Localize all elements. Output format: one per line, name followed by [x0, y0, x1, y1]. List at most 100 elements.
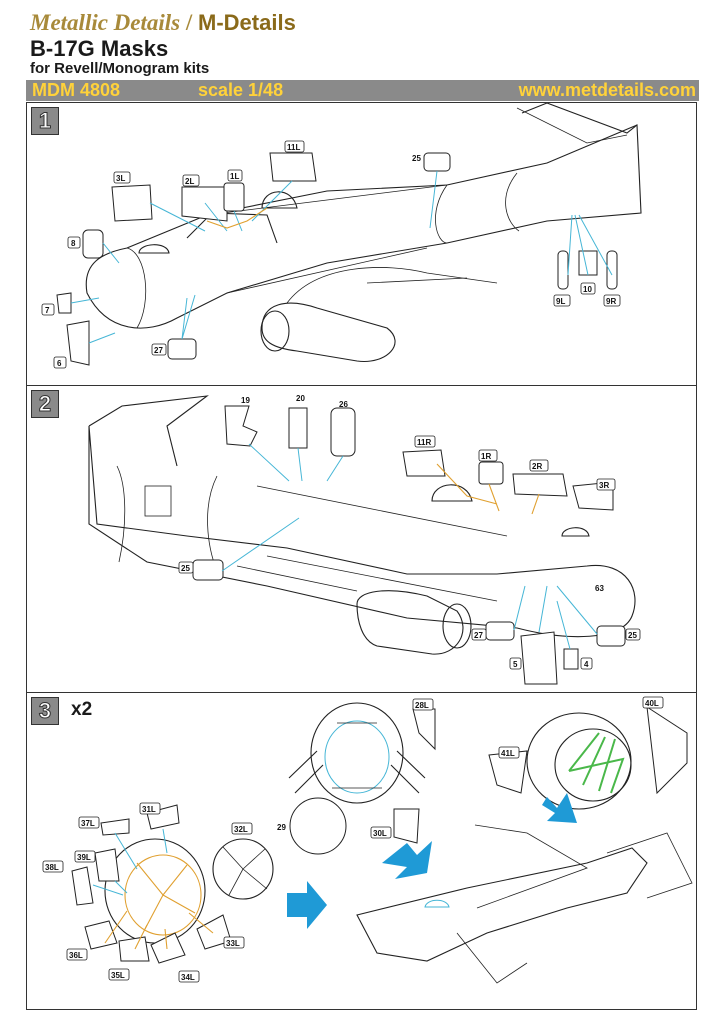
product-scale: scale 1/48: [198, 80, 284, 100]
label-4: 4: [584, 660, 589, 669]
label-30l: 30L: [373, 829, 387, 838]
label-40l: 40L: [645, 699, 659, 708]
label-25-right: 25: [628, 631, 637, 640]
label-11l: 11L: [287, 143, 300, 152]
brand-slash: /: [185, 10, 193, 35]
mask-30l: [393, 808, 420, 844]
arrow-down-left-icon: [542, 793, 577, 823]
tail-turret: [104, 838, 274, 944]
label-9l: 9L: [556, 297, 565, 306]
mask-3l: [111, 184, 153, 222]
label-25-step1: 25: [412, 154, 421, 163]
label-27-step1: 27: [154, 346, 163, 355]
label-5: 5: [513, 660, 518, 669]
label-29: 29: [277, 823, 286, 832]
mask-5: [520, 631, 558, 685]
fuselage-outline: [85, 124, 642, 329]
engine-nacelle: [356, 590, 464, 655]
label-10: 10: [583, 285, 592, 294]
brand-logo: Metallic Details / M-Details: [30, 10, 296, 36]
mask-10: [578, 250, 598, 276]
mask-34l: [150, 932, 186, 964]
label-11r: 11R: [417, 438, 431, 447]
website-link[interactable]: www.metdetails.com: [518, 80, 696, 100]
quantity-label: x2: [71, 699, 93, 720]
mask-9r: [606, 250, 618, 290]
arrow-right-icon: [287, 881, 327, 929]
ball-turret: [526, 712, 632, 810]
label-33l: 33L: [226, 939, 240, 948]
mask-27-step1: [167, 338, 197, 360]
label-2l: 2L: [185, 177, 194, 186]
mask-35l: [118, 936, 150, 962]
step-2-panel: 2 19 20 26 11R 1R 2R 3R 25 63 27: [26, 385, 697, 693]
label-9r: 9R: [606, 297, 616, 306]
mask-27-step2: [485, 621, 515, 641]
tail-fin: [88, 395, 209, 467]
label-36l: 36L: [69, 951, 83, 960]
step-1-diagram: 3L 2L 1L 11L 25 8 7 6 27 9L 10 9R: [41, 103, 642, 369]
label-32l: 32L: [234, 825, 248, 834]
label-6: 6: [57, 359, 62, 368]
label-2r: 2R: [532, 462, 542, 471]
mask-38l: [71, 866, 94, 906]
label-3r: 3R: [599, 481, 609, 490]
mask-11r: [402, 449, 446, 477]
mask-36l: [84, 920, 118, 950]
engine-nacelle: [261, 302, 396, 363]
label-38l: 38L: [45, 863, 59, 872]
label-35l: 35L: [111, 971, 125, 980]
mask-11l: [269, 152, 317, 182]
brand-name: Metallic Details: [30, 10, 181, 35]
label-37l: 37L: [81, 819, 95, 828]
astrodome: [431, 484, 473, 502]
step-2-number: 2: [31, 390, 59, 418]
label-19: 19: [241, 396, 250, 405]
step-3-panel: 3 x2: [26, 692, 697, 1010]
mask-9l: [557, 250, 569, 290]
brand-short: M-Details: [198, 10, 296, 35]
product-bar: MDM 4808 scale 1/48 www.metdetails.com: [26, 80, 699, 101]
step-2-diagram: 19 20 26 11R 1R 2R 3R 25 63 27 25 5 4: [88, 394, 641, 685]
step-3-number: 3: [31, 697, 59, 725]
mask-25-step1: [423, 152, 451, 172]
mask-6: [66, 320, 90, 366]
label-20: 20: [296, 394, 305, 403]
green-frame: [568, 732, 625, 794]
mask-19: [224, 405, 258, 447]
mask-4: [563, 648, 579, 670]
label-3l: 3L: [116, 174, 125, 183]
label-1l: 1L: [230, 172, 239, 181]
page-title: B-17G Masks: [30, 36, 169, 61]
step-3-diagram: 28L 40L 41L 31L 37L 32L 29 30L 39L 38L 3…: [42, 696, 693, 984]
step-1-panel: 1 3L 2L 1L 11L: [26, 102, 697, 386]
label-63: 63: [595, 584, 604, 593]
mask-20: [288, 407, 308, 449]
label-26: 26: [339, 400, 348, 409]
top-turret: [288, 702, 426, 804]
mask-7: [56, 292, 72, 314]
label-27-step2: 27: [474, 631, 483, 640]
tail-fin: [521, 103, 638, 134]
label-8: 8: [71, 239, 76, 248]
label-41l: 41L: [501, 749, 515, 758]
mask-1l: [223, 182, 245, 212]
fuselage-outline: [88, 425, 636, 638]
step-1-number: 1: [31, 107, 59, 135]
mask-39l: [94, 848, 120, 882]
page-subtitle: for Revell/Monogram kits: [30, 60, 210, 77]
label-25-left: 25: [181, 564, 190, 573]
mask-40l: [646, 706, 688, 795]
label-7: 7: [45, 306, 50, 315]
label-34l: 34L: [181, 973, 195, 982]
label-28l: 28L: [415, 701, 429, 710]
label-31l: 31L: [142, 805, 156, 814]
mask-25-left: [192, 559, 224, 581]
mask-2r: [512, 473, 568, 497]
mask-1r: [478, 461, 504, 485]
mask-26: [330, 407, 356, 457]
label-39l: 39L: [77, 853, 91, 862]
mask-2l: [181, 186, 228, 222]
mask-37l: [100, 818, 130, 836]
mask-29: [289, 797, 347, 855]
